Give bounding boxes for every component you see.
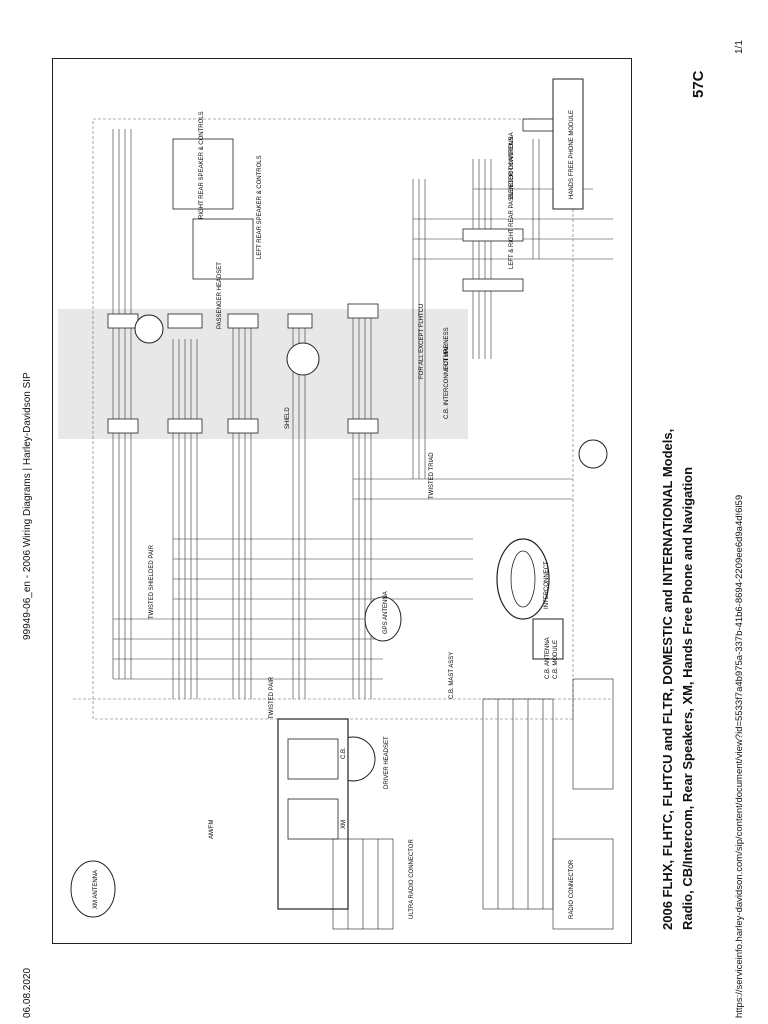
label-xm-antenna: XM ANTENNA bbox=[93, 870, 99, 909]
wiring-diagram: PASSENGER HEADSET RIGHT REAR SPEAKER & C… bbox=[52, 58, 632, 944]
document-title: 99949-06_en - 2006 Wiring Diagrams | Har… bbox=[22, 372, 33, 640]
label-twisted-shielded: TWISTED SHIELDED PAIR bbox=[149, 544, 155, 619]
label-xm: XM bbox=[341, 820, 347, 829]
label-shield: SHIELD bbox=[285, 407, 291, 429]
label-hands-free-module: HANDS FREE PHONE MODULE bbox=[569, 110, 575, 199]
label-gps-antenna: GPS ANTENNA bbox=[383, 591, 389, 634]
label-left-right-rear: LEFT & RIGHT REAR PASSENGER CONTROLS bbox=[509, 137, 515, 269]
label-cb-mast: C.B. MAST ASSY bbox=[449, 652, 455, 699]
label-passenger-headset: PASSENGER HEADSET bbox=[217, 262, 223, 329]
label-right-rear: RIGHT REAR SPEAKER & CONTROLS bbox=[199, 111, 205, 219]
label-ultra-radio: ULTRA RADIO CONNECTOR bbox=[409, 839, 415, 919]
diagram-title-line2: Radio, CB/Intercom, Rear Speakers, XM, H… bbox=[680, 466, 695, 930]
label-future: FUTURE bbox=[444, 345, 450, 369]
page-code: 57C bbox=[690, 70, 707, 98]
wiring-diagram-art: PASSENGER HEADSET RIGHT REAR SPEAKER & C… bbox=[58, 78, 614, 930]
print-date: 06.08.2020 bbox=[22, 967, 33, 1018]
label-bluetooth-antenna: BLUETOOTH ANTENNA bbox=[509, 132, 515, 199]
diagram-title-line1: 2006 FLHX, FLHTC, FLHTCU and FLTR, DOMES… bbox=[660, 428, 675, 930]
label-radio-connector: RADIO CONNECTOR bbox=[569, 859, 575, 919]
label-cb-antenna: C.B. ANTENNA bbox=[545, 637, 551, 679]
label-cb: C.B. bbox=[341, 747, 347, 759]
label-cb-module: C.B. MODULE bbox=[553, 640, 559, 679]
label-left-rear: LEFT REAR SPEAKER & CONTROLS bbox=[257, 155, 263, 259]
label-twisted-triad: TWISTED TRIAD bbox=[429, 452, 435, 499]
label-am-fm: AM/FM bbox=[209, 820, 215, 839]
label-driver-headset: DRIVER HEADSET bbox=[384, 736, 390, 789]
label-for-all-except: FOR ALL EXCEPT FLHTCU bbox=[419, 304, 425, 379]
document-url[interactable]: https://serviceinfo.harley-davidson.com/… bbox=[734, 494, 745, 1018]
page-counter: 1/1 bbox=[734, 40, 745, 54]
label-interconnect: INTERCONNECT bbox=[544, 561, 550, 609]
label-interconnect-harness: C.B. INTERCONNECT HARNESS bbox=[444, 327, 450, 419]
label-twisted-pair: TWISTED PAIR bbox=[269, 676, 275, 719]
